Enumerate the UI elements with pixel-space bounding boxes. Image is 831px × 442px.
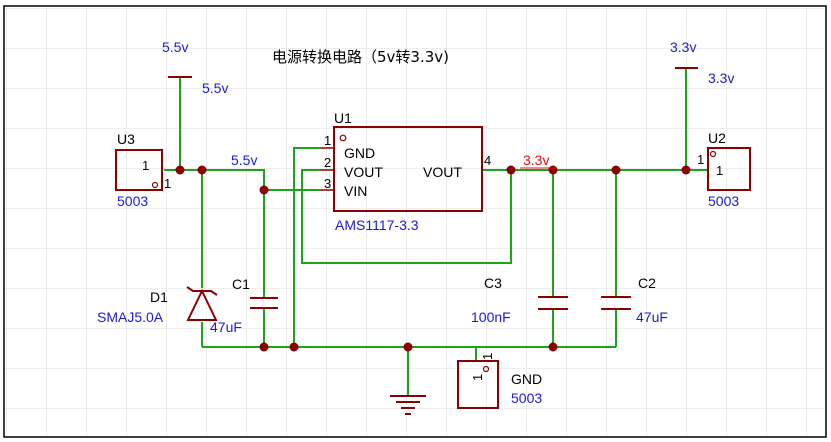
regulator-body bbox=[333, 126, 483, 212]
value-d1: SMAJ5.0A bbox=[97, 309, 164, 325]
regulator-u1[interactable]: U1 1 2 3 4 GND VOUT VIN VOUT AMS1117-3.3 bbox=[320, 110, 491, 233]
pin-number: 3 bbox=[324, 176, 331, 191]
schematic-title: 电源转换电路（5v转3.3v) bbox=[272, 48, 449, 66]
connector-gnd[interactable]: 1 1 GND 5003 bbox=[457, 353, 542, 409]
capacitor-c1[interactable]: C1 47uF bbox=[210, 276, 278, 335]
junction bbox=[259, 185, 269, 195]
junction bbox=[506, 165, 516, 175]
pin-name: GND bbox=[344, 145, 375, 161]
power-flag-3v3[interactable]: 3.3v 3.3v bbox=[670, 39, 734, 86]
pin-number: 1 bbox=[697, 152, 704, 167]
pin1-marker bbox=[339, 134, 347, 142]
connector-body bbox=[457, 360, 499, 409]
ref-gnd: GND bbox=[511, 371, 542, 387]
capacitor-plates bbox=[250, 297, 278, 309]
pin-number: 1 bbox=[164, 176, 171, 191]
pin-number: 2 bbox=[324, 155, 331, 170]
net-label-3v3: 3.3v bbox=[523, 152, 549, 168]
diode-d1[interactable]: D1 SMAJ5.0A bbox=[97, 286, 218, 325]
value-u2: 5003 bbox=[708, 193, 739, 209]
diode-triangle bbox=[186, 288, 218, 321]
power-flag-label-3v3: 3.3v bbox=[708, 70, 734, 86]
power-net-label-5v: 5.5v bbox=[162, 39, 188, 55]
connector-u2[interactable]: U2 1 1 5003 bbox=[697, 130, 751, 209]
value-u3: 5003 bbox=[117, 193, 148, 209]
connector-u3[interactable]: U3 1 1 5003 bbox=[115, 131, 171, 209]
value-gnd: 5003 bbox=[511, 390, 542, 406]
connector-body bbox=[115, 149, 163, 191]
ref-u2: U2 bbox=[708, 130, 726, 146]
capacitor-c3[interactable]: C3 100nF bbox=[471, 275, 568, 325]
ref-c3: C3 bbox=[484, 275, 502, 291]
pin1-marker bbox=[482, 365, 490, 373]
net-label-5v: 5.5v bbox=[231, 152, 257, 168]
power-flag-label-5v: 5.5v bbox=[202, 80, 228, 96]
connector-body bbox=[707, 147, 751, 191]
junction bbox=[289, 342, 299, 352]
pin-name: VOUT bbox=[423, 164, 462, 180]
junction bbox=[548, 342, 558, 352]
junctions bbox=[175, 165, 691, 352]
capacitor-c2[interactable]: C2 47uF bbox=[601, 275, 668, 325]
ref-c2: C2 bbox=[638, 275, 656, 291]
sheet-border bbox=[3, 5, 827, 438]
connector-inner-number: 1 bbox=[716, 163, 723, 178]
power-flag-5v[interactable]: 5.5v 5.5v bbox=[162, 39, 228, 96]
pin-number: 1 bbox=[480, 353, 495, 360]
wire-u1-gnd bbox=[293, 147, 320, 347]
ref-u1: U1 bbox=[334, 110, 352, 126]
junction bbox=[548, 165, 558, 175]
junction bbox=[259, 342, 269, 352]
ground-symbol[interactable] bbox=[390, 395, 426, 415]
power-net-label-3v3: 3.3v bbox=[670, 39, 696, 55]
pin-stubs bbox=[320, 147, 334, 191]
junction bbox=[175, 165, 185, 175]
pin1-marker bbox=[709, 150, 717, 158]
grid-background bbox=[4, 6, 826, 437]
value-c1: 47uF bbox=[210, 319, 242, 335]
pin-name: VIN bbox=[344, 183, 367, 199]
connector-inner-number: 1 bbox=[142, 158, 149, 173]
wire-vout-loop bbox=[301, 169, 512, 264]
junction bbox=[681, 165, 691, 175]
junction bbox=[197, 165, 207, 175]
junction bbox=[611, 165, 621, 175]
capacitor-plates bbox=[538, 296, 568, 310]
junction bbox=[403, 342, 413, 352]
wire-input-rail bbox=[164, 169, 320, 191]
pin1-marker bbox=[151, 181, 159, 189]
ref-u3: U3 bbox=[117, 131, 135, 147]
capacitor-plates bbox=[601, 296, 631, 310]
pin-number: 4 bbox=[484, 153, 491, 168]
ref-c1: C1 bbox=[232, 276, 250, 292]
pin-number: 1 bbox=[324, 133, 331, 148]
value-u1: AMS1117-3.3 bbox=[335, 217, 419, 233]
ref-d1: D1 bbox=[150, 289, 168, 305]
value-c3: 100nF bbox=[471, 309, 511, 325]
value-c2: 47uF bbox=[636, 309, 668, 325]
connector-inner-number: 1 bbox=[470, 374, 485, 381]
pin-name: VOUT bbox=[344, 164, 383, 180]
